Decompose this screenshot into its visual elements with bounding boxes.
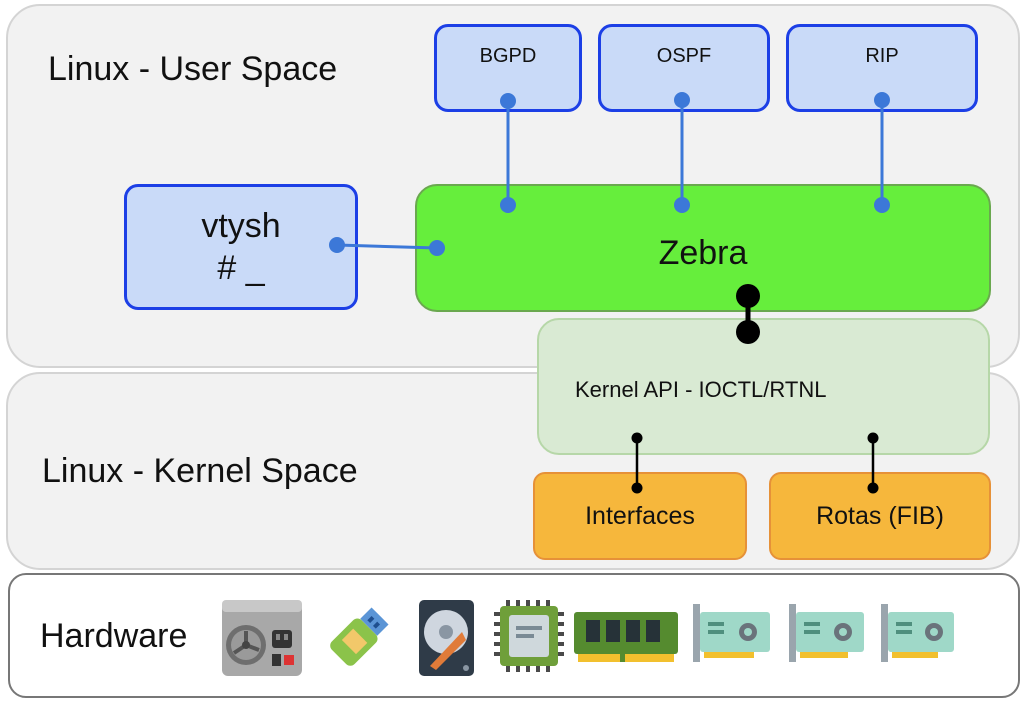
ospf-label: OSPF: [656, 45, 712, 67]
rip-zebra-connector: [874, 92, 890, 213]
ospf-zebra-connector: [674, 92, 690, 213]
power-supply-icon: [222, 600, 302, 676]
network-card-icon: [789, 604, 864, 662]
user-space-title: Linux - User Space: [48, 50, 338, 88]
vtysh-prompt: # _: [217, 249, 265, 287]
hardware-title: Hardware: [40, 617, 188, 655]
hard-disk-icon: [419, 600, 474, 676]
cpu-chip-icon: [494, 600, 564, 672]
kernel-api-label: Kernel API - IOCTL/RTNL: [575, 377, 827, 402]
kernel-space-title: Linux - Kernel Space: [42, 452, 358, 490]
ram-module-icon: [574, 612, 678, 662]
vtysh-box: vtysh # _: [124, 184, 358, 310]
network-card-icon: [881, 604, 954, 662]
network-card-icon: [693, 604, 770, 662]
bgpd-zebra-connector: [500, 93, 516, 213]
bgpd-label: BGPD: [479, 45, 537, 67]
routes-fib-label: Rotas (FIB): [816, 501, 944, 530]
usb-drive-icon: [330, 607, 389, 666]
ospf-box: OSPF: [598, 24, 770, 112]
interfaces-label: Interfaces: [585, 501, 695, 530]
kernel-api-box: Kernel API - IOCTL/RTNL: [537, 318, 990, 455]
routes-fib-box: Rotas (FIB): [769, 472, 991, 560]
zebra-label: Zebra: [658, 234, 748, 272]
kernel-interfaces-connector: [631, 432, 643, 494]
vtysh-zebra-connector: [329, 237, 445, 256]
vtysh-label: vtysh: [201, 207, 281, 245]
kernel-routes-connector: [867, 432, 879, 494]
zebra-kernel-connector: [736, 284, 760, 344]
rip-label: RIP: [865, 45, 899, 67]
